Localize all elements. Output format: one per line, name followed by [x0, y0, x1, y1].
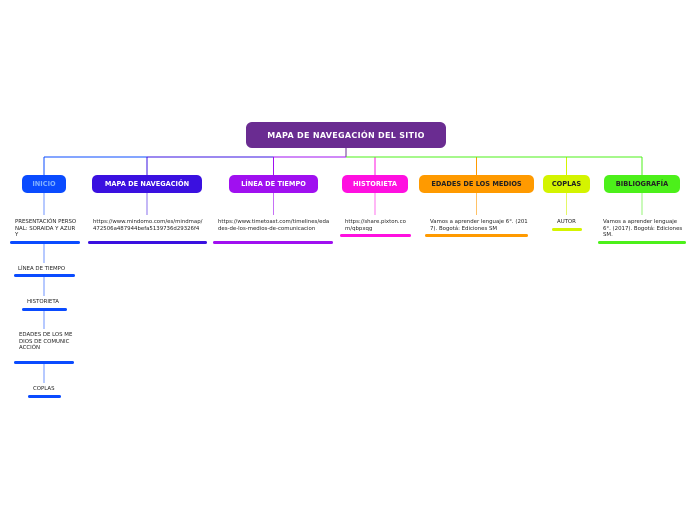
leaf-bibliografia-referencia[interactable]: Vamos a aprender lenguaje 6°. (2017). Bo…: [603, 219, 683, 239]
topic-inicio[interactable]: INICIO: [22, 175, 66, 193]
leaf-coplas[interactable]: COPLAS: [33, 386, 55, 392]
leaf-timetoast-link[interactable]: https://www.timetoast.com/timelines/edad…: [218, 219, 330, 232]
root-node-mapa-navegacion[interactable]: MAPA DE NAVEGACIÓN DEL SITIO: [246, 122, 446, 148]
leaf-historieta[interactable]: HISTORIETA: [27, 299, 59, 305]
leaf-underline: [425, 234, 528, 237]
leaf-underline: [14, 274, 75, 277]
leaf-autor[interactable]: AUTOR: [557, 219, 576, 225]
leaf-edades-referencia[interactable]: Vamos a aprender lenguaje 6°. (2017). Bo…: [430, 219, 528, 232]
leaf-underline: [22, 308, 67, 311]
topic-linea-de-tiempo[interactable]: LÍNEA DE TIEMPO: [229, 175, 318, 193]
leaf-presentacion-personal[interactable]: PRESENTACIÓN PERSONAL: SORAIDA Y AZURY: [15, 219, 77, 239]
leaf-linea-de-tiempo[interactable]: LÍNEA DE TIEMPO: [18, 266, 66, 272]
leaf-mindomo-link[interactable]: https://www.mindomo.com/es/mindmap/47250…: [93, 219, 203, 232]
topic-mapa-de-navegacion[interactable]: MAPA DE NAVEGACIÓN: [92, 175, 202, 193]
leaf-underline: [14, 361, 74, 364]
topic-coplas[interactable]: COPLAS: [543, 175, 590, 193]
leaf-underline: [88, 241, 207, 244]
leaf-underline: [213, 241, 333, 244]
leaf-underline: [552, 228, 582, 231]
leaf-edades-de-los-medios[interactable]: EDADES DE LOS MEDIOS DE COMUNICACCIÓN: [19, 332, 73, 352]
leaf-pixton-link[interactable]: https://share.pixton.com/qbpxqg: [345, 219, 406, 232]
leaf-underline: [10, 241, 80, 244]
leaf-underline: [340, 234, 411, 237]
leaf-underline: [598, 241, 686, 244]
topic-edades-de-los-medios[interactable]: EDADES DE LOS MEDIOS: [419, 175, 534, 193]
topic-bibliografia[interactable]: BIBLIOGRAFÍA: [604, 175, 680, 193]
leaf-underline: [28, 395, 61, 398]
topic-historieta[interactable]: HISTORIETA: [342, 175, 408, 193]
